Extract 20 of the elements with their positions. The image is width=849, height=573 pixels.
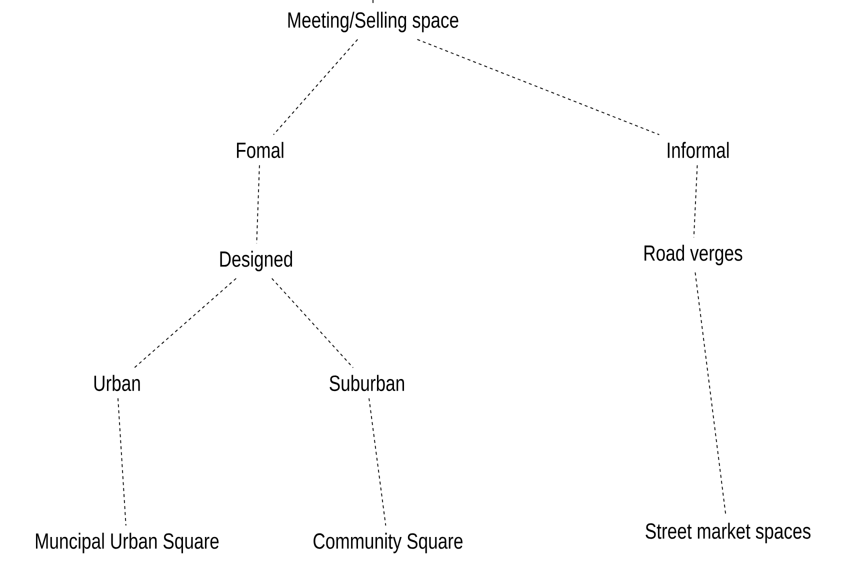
connector-line: [693, 164, 698, 238]
connector-line: [416, 39, 660, 136]
node-label: Community Square: [314, 532, 462, 554]
connector-line: [372, 0, 374, 5]
connector-line: [368, 398, 386, 526]
node-label: Fomal: [237, 142, 284, 158]
node-label: Street market spaces: [646, 522, 810, 544]
node-label: Designed: [220, 250, 292, 272]
connector-line: [273, 39, 358, 136]
node-label: Suburban: [330, 374, 404, 392]
node-label: Urban: [94, 374, 140, 392]
connector-line: [694, 272, 726, 516]
connector-line: [134, 278, 237, 368]
connector-line: [256, 164, 260, 244]
node-label: Road verges: [644, 244, 742, 266]
node-label: Muncipal Urban Square: [36, 532, 219, 554]
node-label: Meeting/Selling space: [288, 12, 458, 32]
connector-line: [271, 278, 354, 368]
connector-line: [118, 398, 126, 526]
node-label: Informal: [668, 142, 729, 158]
